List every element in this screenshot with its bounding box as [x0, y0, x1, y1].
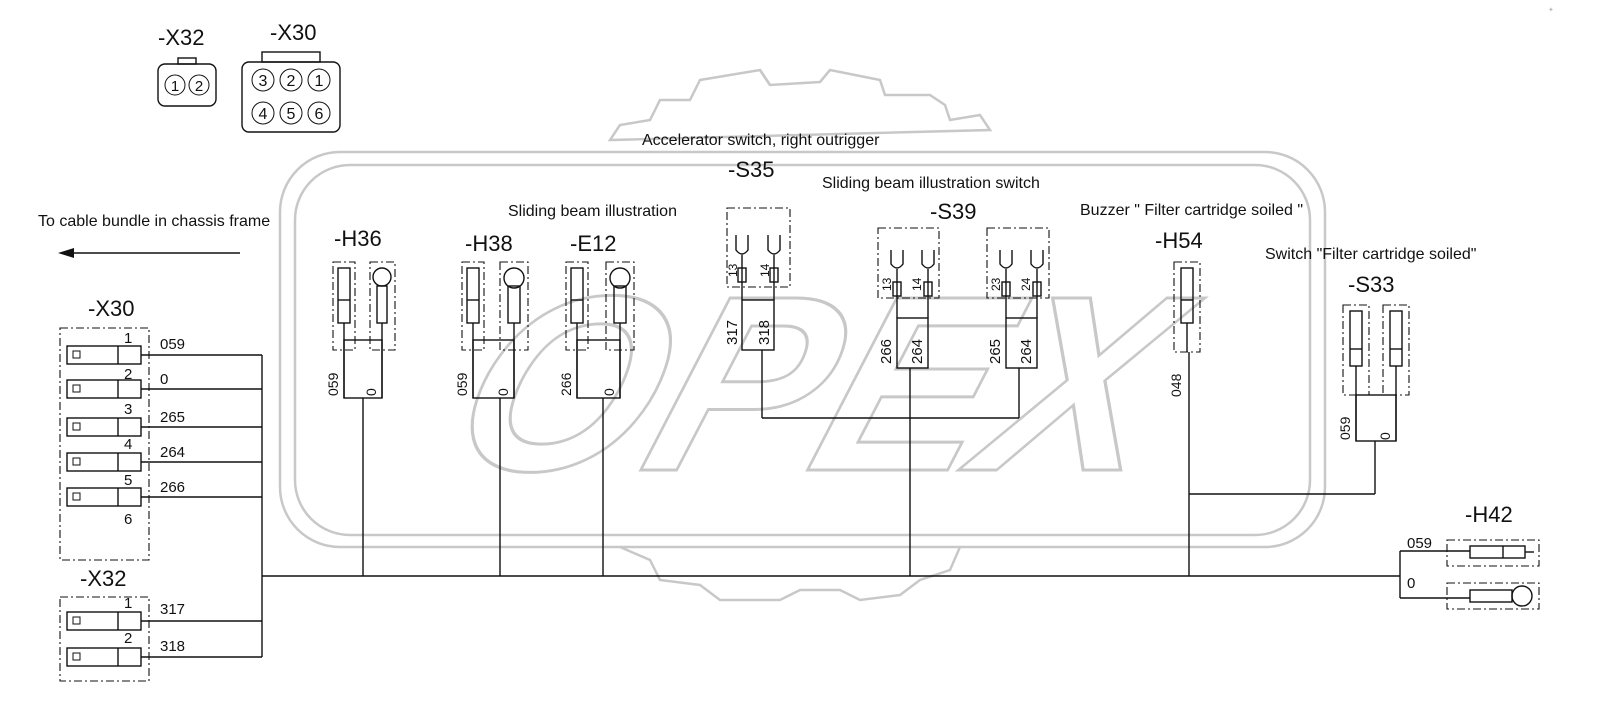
s33-wire-2: 0 [1377, 432, 1393, 440]
s39-wire-2: 264 [909, 339, 926, 364]
s35-caption: Accelerator switch, right outrigger [642, 132, 880, 149]
h36-wire-1: 059 [325, 372, 341, 396]
h42-label: -H42 [1465, 502, 1513, 527]
x30-wire-4: 264 [160, 444, 185, 461]
legend-x32: -X32 1 2 [157, 25, 217, 107]
legend-x30-pin4: 4 [259, 106, 268, 123]
s39-terminal-24: 24 [1019, 277, 1033, 291]
s33-caption: Switch "Filter cartridge soiled" [1265, 246, 1476, 263]
s39-terminal-23: 23 [989, 277, 1003, 291]
x30-pin-1: 1 [124, 330, 132, 347]
x30-wire-3: 265 [160, 409, 185, 426]
s33-label: -S33 [1348, 272, 1394, 297]
x30-wire-5: 266 [160, 479, 185, 496]
component-h54: Buzzer " Filter cartridge soiled " -H54 … [1080, 202, 1303, 397]
x30-pin-2: 2 [124, 366, 132, 383]
h54-wire-1: 048 [1168, 373, 1184, 397]
legend-x32-pin2: 2 [195, 78, 203, 95]
component-s35: Accelerator switch, right outrigger -S35… [642, 132, 880, 351]
s35-label: -S35 [728, 157, 774, 182]
x30-pin-4: 4 [124, 436, 132, 453]
h42-wire-2: 0 [1407, 575, 1415, 592]
legend-x30-pin6: 6 [315, 106, 324, 123]
legend-x30-label: -X30 [270, 20, 316, 45]
h38-wire-1: 059 [454, 372, 470, 396]
legend-x30: -X30 3 2 1 4 5 6 [241, 20, 341, 133]
h42-wire-1: 059 [1407, 535, 1432, 552]
component-s33: Switch "Filter cartridge soiled" -S33 05… [1265, 246, 1476, 442]
x32-wire-2: 318 [160, 638, 185, 655]
x32-wire-1: 317 [160, 601, 185, 618]
s39-terminal-14: 14 [910, 277, 924, 291]
x30-pin-5: 5 [124, 472, 132, 489]
e12-wire-2: 0 [601, 388, 617, 396]
legend-x32-label: -X32 [158, 25, 204, 50]
x32-pin-2: 2 [124, 630, 132, 647]
wiring [141, 350, 1470, 658]
x32-pin-1: 1 [124, 595, 132, 612]
h38-label: -H38 [465, 231, 513, 256]
s39-terminal-13: 13 [880, 277, 894, 291]
legend-x30-pin1: 1 [315, 73, 324, 90]
connector-x32-label: -X32 [80, 566, 126, 591]
e12-wire-1: 266 [558, 372, 574, 396]
legend-x30-pin2: 2 [287, 73, 296, 90]
direction-note: To cable bundle in chassis frame [38, 213, 270, 230]
component-h38: -H38 059 0 [454, 231, 529, 399]
s35-terminal-13: 13 [726, 263, 740, 277]
x30-pin-3: 3 [124, 401, 132, 418]
s39-label: -S39 [930, 199, 976, 224]
watermark-text: OPEX [425, 245, 1223, 524]
h36-label: -H36 [334, 226, 382, 251]
h36-wire-2: 0 [363, 388, 379, 396]
x30-wire-2: 0 [160, 371, 168, 388]
e12-caption: Sliding beam illustration [508, 203, 677, 220]
s39-wire-1: 266 [878, 339, 895, 364]
component-s39: Sliding beam illustration switch -S39 13… [822, 175, 1050, 369]
connector-x30-label: -X30 [88, 296, 134, 321]
legend-x30-pin3: 3 [259, 73, 268, 90]
connector-x32: -X32 1 2 317 318 [59, 566, 185, 682]
s33-wire-1: 059 [1337, 416, 1353, 440]
s35-wire-2: 318 [756, 320, 773, 345]
s39-wire-4: 264 [1018, 339, 1035, 364]
s39-caption: Sliding beam illustration switch [822, 175, 1040, 192]
corner-mark: ✦ [1548, 6, 1554, 14]
x30-wire-1: 059 [160, 336, 185, 353]
h38-wire-2: 0 [495, 388, 511, 396]
connector-x30: -X30 1 2 3 4 5 6 059 0 265 264 266 [59, 296, 185, 561]
x30-pin-6: 6 [124, 511, 132, 528]
s35-wire-1: 317 [724, 320, 741, 345]
e12-label: -E12 [570, 231, 616, 256]
legend-x30-pin5: 5 [287, 106, 296, 123]
arrow-left-icon [58, 248, 240, 258]
h54-label: -H54 [1155, 228, 1203, 253]
s39-wire-3: 265 [987, 339, 1004, 364]
s35-terminal-14: 14 [758, 263, 772, 277]
legend-x32-pin1: 1 [171, 78, 179, 95]
component-h42: -H42 059 0 [1407, 502, 1540, 610]
component-e12: Sliding beam illustration -E12 266 0 [508, 203, 677, 399]
h54-caption: Buzzer " Filter cartridge soiled " [1080, 202, 1303, 219]
watermark-logo [278, 68, 1327, 602]
component-h36: -H36 059 0 [325, 226, 396, 399]
